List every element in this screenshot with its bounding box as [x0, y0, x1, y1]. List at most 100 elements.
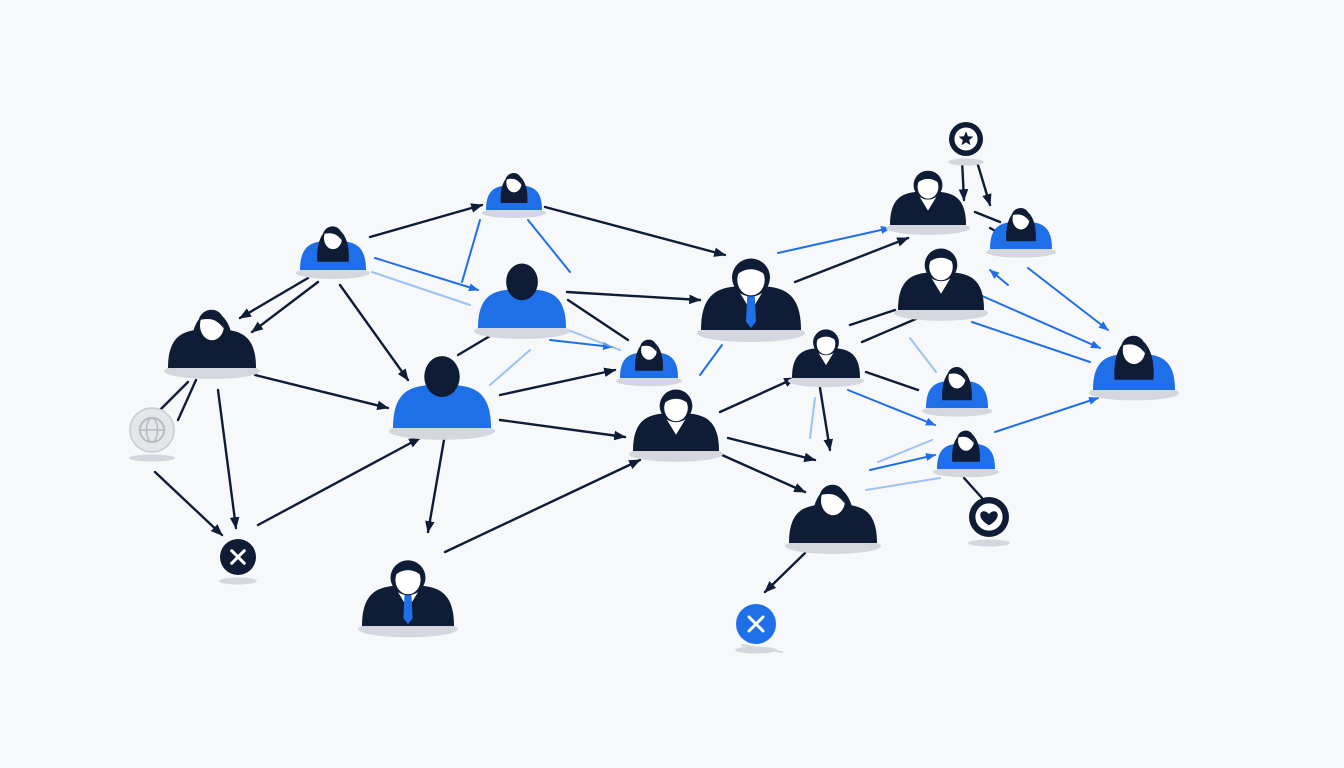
connection-line [368, 203, 484, 239]
hair-fringe [1011, 207, 1030, 222]
globe-icon [129, 407, 175, 453]
person-node-woman-right-mid[interactable] [922, 366, 992, 417]
badge-shadow [219, 577, 257, 585]
connection-line [527, 219, 571, 273]
connection-line [699, 344, 723, 376]
people-nodes [164, 170, 1179, 638]
head [506, 263, 538, 301]
face [664, 394, 688, 422]
connection-line [461, 219, 481, 283]
connection-line [250, 280, 320, 334]
connection-line [489, 349, 531, 386]
connection-line [847, 389, 936, 426]
hair-fringe [640, 339, 657, 352]
hair [394, 563, 422, 576]
person-node-man-center-suit[interactable] [697, 258, 805, 342]
person-node-man-center-low[interactable] [629, 389, 723, 462]
connection-line [543, 205, 727, 257]
person-node-person-mid-blue[interactable] [389, 356, 495, 440]
connection-line [567, 329, 621, 351]
hair [735, 262, 767, 276]
person-node-woman-left[interactable] [164, 309, 260, 379]
person-node-man-upper-right[interactable] [886, 170, 970, 235]
face [737, 264, 765, 296]
globe-badge[interactable] [128, 407, 176, 462]
connection-line [869, 453, 936, 471]
hair [927, 251, 955, 264]
connection-line [443, 458, 642, 554]
connection-line [253, 373, 390, 411]
connections [153, 158, 1109, 653]
close-blue-badge[interactable] [735, 604, 777, 654]
person-node-man-right-upper[interactable] [894, 248, 988, 321]
star-badge[interactable] [948, 122, 984, 166]
person-node-woman-bottom-right[interactable] [785, 484, 881, 554]
close-icon [220, 539, 256, 575]
person-node-woman-upper-left[interactable] [296, 226, 370, 279]
connection-line [338, 283, 410, 382]
person-node-woman-far-right-top[interactable] [986, 207, 1056, 258]
person-node-woman-center-blue[interactable] [616, 339, 682, 387]
person-node-woman-top-center[interactable] [482, 172, 546, 219]
hair-fringe [198, 309, 225, 329]
connection-line [720, 453, 807, 494]
connection-line [549, 339, 613, 350]
badge-shadow [968, 539, 1010, 547]
heart-badge[interactable] [968, 497, 1010, 547]
connection-line [864, 370, 920, 392]
head [424, 356, 460, 398]
hair-fringe [957, 430, 974, 443]
hair-fringe [505, 172, 522, 185]
connection-line [909, 337, 937, 373]
connection-line [865, 477, 941, 491]
person-node-woman-far-right[interactable] [1089, 335, 1179, 401]
connection-line [976, 163, 992, 207]
connection-line [979, 294, 1101, 349]
node-shadow [482, 207, 546, 219]
hair-fringe [947, 366, 966, 381]
close-dark-badge[interactable] [219, 539, 257, 585]
hair [916, 173, 940, 184]
connection-line [158, 380, 190, 412]
person-body [478, 289, 566, 328]
connection-line [962, 476, 984, 500]
hair [662, 392, 690, 405]
node-shadow [986, 246, 1056, 258]
connection-line [848, 308, 897, 327]
connection-line [809, 397, 816, 439]
face [816, 333, 836, 355]
connection-line [718, 376, 797, 414]
hair [815, 331, 837, 342]
status-badges [128, 122, 1010, 654]
connection-line [994, 397, 1099, 433]
connection-line [1027, 267, 1109, 331]
close-icon [736, 604, 776, 644]
connection-line [216, 388, 240, 530]
face [395, 565, 421, 595]
tie [746, 290, 756, 328]
node-shadow [922, 405, 992, 417]
node-shadow [933, 466, 999, 478]
connection-line [971, 321, 1091, 363]
node-shadow [616, 375, 682, 387]
connection-line [498, 367, 617, 397]
person-node-woman-right-low[interactable] [933, 430, 999, 478]
connection-line [973, 210, 1002, 224]
person-node-person-center-blue[interactable] [474, 263, 570, 339]
person-node-man-right-mid[interactable] [788, 329, 864, 388]
connection-line [763, 551, 807, 594]
person-body [393, 384, 491, 428]
person-node-man-bottom-left[interactable] [358, 560, 458, 638]
connection-line [958, 158, 969, 202]
badge-shadow [128, 454, 176, 462]
star-icon [949, 122, 983, 156]
badge-shadow [948, 158, 984, 166]
connection-line [425, 438, 446, 534]
hair-fringe [1121, 335, 1146, 354]
face [917, 175, 939, 199]
connection-line [565, 290, 702, 305]
connection-line [818, 386, 834, 452]
connection-line [153, 470, 224, 537]
face [929, 253, 953, 281]
